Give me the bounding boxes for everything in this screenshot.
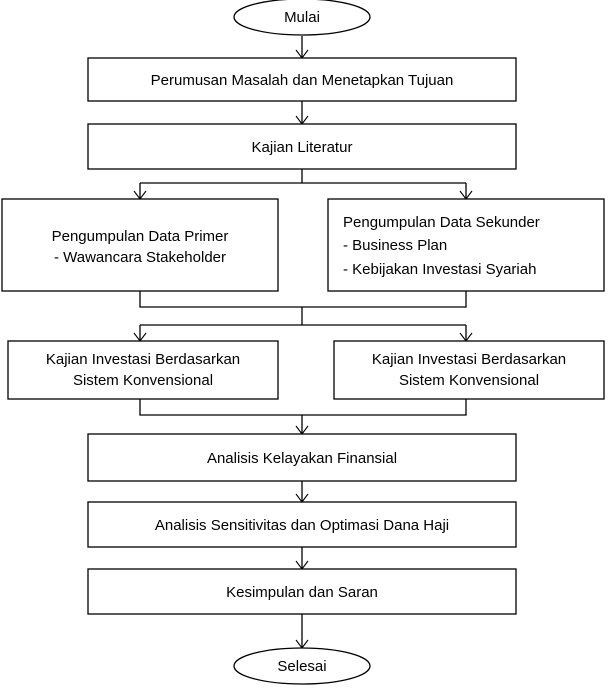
node-primary-data: Pengumpulan Data Primer - Wawancara Stak… — [1, 198, 279, 292]
node-financial-feasibility: Analisis Kelayakan Finansial — [87, 433, 517, 482]
sensitivity-analysis-label: Analisis Sensitivitas dan Optimasi Dana … — [155, 517, 449, 534]
edge-collect-merge — [139, 291, 467, 325]
investment-study-right-line-2: Sistem Konvensional — [399, 372, 539, 389]
node-conclusion: Kesimpulan dan Saran — [87, 568, 517, 615]
primary-data-item: - Wawancara Stakeholder — [54, 249, 226, 266]
node-end: Selesai — [233, 647, 371, 685]
node-investment-study-left: Kajian Investasi Berdasarkan Sistem Konv… — [7, 340, 279, 400]
node-literature-review: Kajian Literatur — [87, 123, 517, 170]
node-secondary-data: Pengumpulan Data Sekunder - Business Pla… — [327, 198, 605, 292]
node-investment-study-right: Kajian Investasi Berdasarkan Sistem Konv… — [333, 340, 605, 400]
secondary-data-title: Pengumpulan Data Sekunder — [343, 214, 540, 231]
secondary-data-item-1: - Business Plan — [343, 237, 447, 254]
problem-formulation-label: Perumusan Masalah dan Menetapkan Tujuan — [151, 72, 454, 89]
edge-merge-split — [139, 324, 467, 341]
edge-study-merge — [139, 399, 467, 434]
conclusion-label: Kesimpulan dan Saran — [226, 584, 378, 601]
primary-data-title: Pengumpulan Data Primer — [52, 228, 229, 245]
literature-review-label: Kajian Literatur — [252, 139, 353, 156]
investment-study-right-line-1: Kajian Investasi Berdasarkan — [372, 351, 566, 368]
financial-feasibility-label: Analisis Kelayakan Finansial — [207, 450, 397, 467]
node-problem-formulation: Perumusan Masalah dan Menetapkan Tujuan — [87, 57, 517, 102]
connectors — [139, 36, 467, 648]
investment-study-left-line-1: Kajian Investasi Berdasarkan — [46, 351, 240, 368]
edge-step2-split — [139, 169, 467, 199]
secondary-data-item-2: - Kebijakan Investasi Syariah — [343, 261, 536, 278]
node-sensitivity-analysis: Analisis Sensitivitas dan Optimasi Dana … — [87, 501, 517, 548]
end-label: Selesai — [277, 658, 326, 675]
node-start: Mulai — [233, 0, 371, 36]
investment-study-left-line-2: Sistem Konvensional — [73, 372, 213, 389]
start-label: Mulai — [284, 9, 320, 26]
